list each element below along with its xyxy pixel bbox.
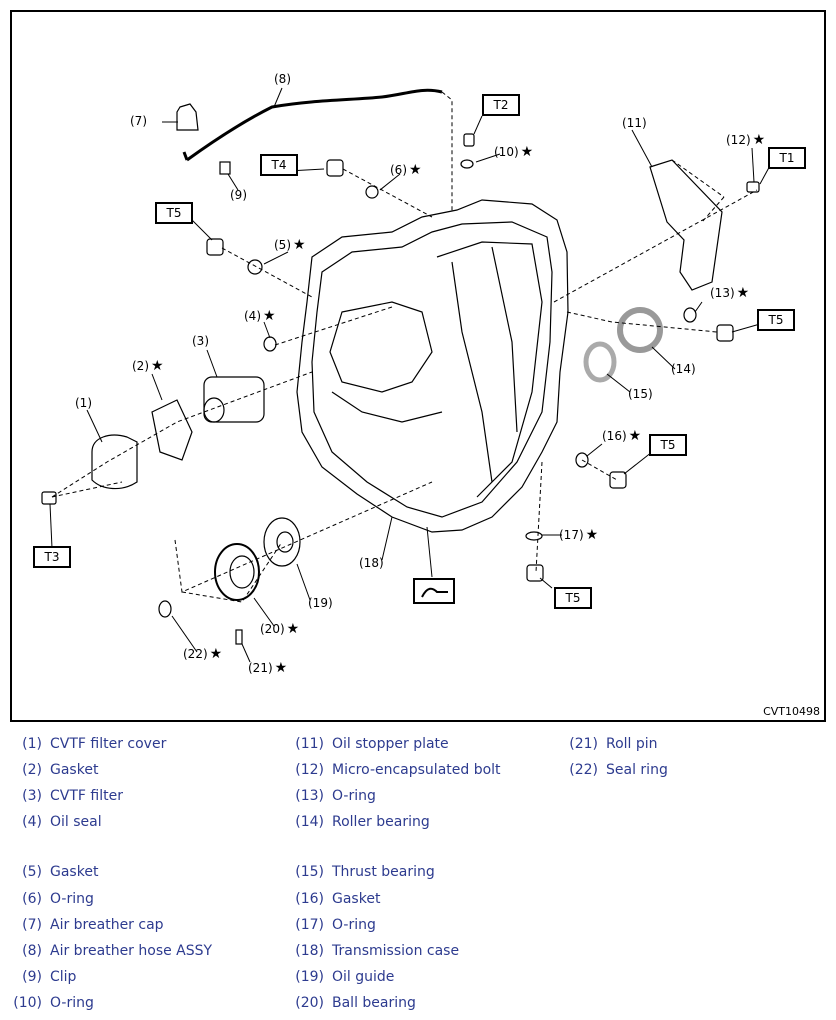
part-label-1: (1): [75, 396, 92, 410]
part-label-7: (7): [130, 114, 147, 128]
torque-box-t5: T5: [554, 587, 592, 609]
legend-item: (6)O-ring: [22, 891, 94, 907]
transmission-case: [296, 199, 569, 533]
part-label-13: (13)★: [710, 285, 750, 301]
part-label-2: (2)★: [132, 358, 164, 374]
legend-item: (20)Ball bearing: [295, 995, 416, 1011]
part-label-12: (12)★: [726, 132, 766, 148]
part-label-4: (4)★: [244, 308, 276, 324]
legend-item: (1)CVTF filter cover: [22, 736, 167, 752]
legend-item: (21)Roll pin: [569, 736, 658, 752]
legend-item: (4)Oil seal: [22, 814, 102, 830]
star-icon: ★: [209, 646, 223, 662]
legend-item: (14)Roller bearing: [295, 814, 430, 830]
part-label-6: (6)★: [390, 162, 422, 178]
star-icon: ★: [585, 527, 599, 543]
roller-bearing: [617, 307, 663, 353]
part-label-18: (18): [359, 556, 384, 570]
torque-box-t5: T5: [155, 202, 193, 224]
torque-box-t2: T2: [482, 94, 520, 116]
legend-item: (3)CVTF filter: [22, 788, 123, 804]
diagram-drawing: [41, 87, 773, 663]
torque-box-t4: T4: [260, 154, 298, 176]
part-label-17: (17)★: [559, 527, 599, 543]
legend-item: (15)Thrust bearing: [295, 864, 435, 880]
star-icon: ★: [520, 144, 534, 160]
breather-hose: [186, 88, 443, 162]
part-label-14: (14): [671, 362, 696, 376]
part-label-3: (3): [192, 334, 209, 348]
part-label-11: (11): [622, 116, 647, 130]
legend-item: (19)Oil guide: [295, 969, 395, 985]
star-icon: ★: [628, 428, 642, 444]
torque-box-t5: T5: [757, 309, 795, 331]
oil-guide: [263, 517, 301, 567]
part-label-21: (21)★: [248, 660, 288, 676]
exploded-diagram: T2 T4 T5 T1 T5 T5 T5 T3 (8) (7) (9) (10)…: [10, 10, 826, 722]
seal-ring: [158, 600, 172, 618]
star-icon: ★: [736, 285, 750, 301]
legend-item: (22)Seal ring: [569, 762, 668, 778]
part-label-16: (16)★: [602, 428, 642, 444]
gasket: [151, 399, 193, 461]
legend-item: (18)Transmission case: [295, 943, 460, 959]
part-label-5: (5)★: [274, 237, 306, 253]
part-label-10: (10)★: [494, 144, 534, 160]
legend-item: (11)Oil stopper plate: [295, 736, 449, 752]
legend-item: (9)Clip: [22, 969, 77, 985]
star-icon: ★: [151, 358, 164, 374]
legend-item: (8)Air breather hose ASSY: [22, 943, 213, 959]
legend-item: (5)Gasket: [22, 864, 99, 880]
star-icon: ★: [263, 308, 276, 324]
cvtf-filter-cover: [91, 434, 138, 490]
part-label-8: (8): [274, 72, 291, 86]
part-label-15: (15): [628, 387, 653, 401]
part-label-22: (22)★: [183, 646, 223, 662]
torque-box-t1: T1: [768, 147, 806, 169]
star-icon: ★: [274, 660, 288, 676]
oil-stopper-plate: [649, 159, 723, 291]
legend-item: (16)Gasket: [295, 891, 381, 907]
torque-box-t3: T3: [33, 546, 71, 568]
cvtf-filter: [203, 376, 265, 423]
roll-pin: [235, 629, 243, 645]
parts-legend: (1)CVTF filter cover (2)Gasket (3)CVTF f…: [0, 730, 836, 1020]
legend-item: (12)Micro-encapsulated bolt: [295, 762, 501, 778]
star-icon: ★: [286, 621, 300, 637]
figure-code: CVT10498: [763, 705, 820, 718]
legend-item: (2)Gasket: [22, 762, 99, 778]
star-icon: ★: [293, 237, 306, 253]
air-breather-cap: [176, 103, 199, 131]
legend-item: (13)O-ring: [295, 788, 376, 804]
ball-bearing: [214, 543, 260, 601]
star-icon: ★: [752, 132, 766, 148]
legend-item: (7)Air breather cap: [22, 917, 164, 933]
legend-item: (10)O-ring: [13, 995, 94, 1011]
torque-box-t5: T5: [649, 434, 687, 456]
thrust-bearing: [583, 341, 617, 383]
part-label-19: (19): [308, 596, 333, 610]
part-label-9: (9): [230, 188, 247, 202]
legend-item: (17)O-ring: [295, 917, 376, 933]
part-label-20: (20)★: [260, 621, 300, 637]
star-icon: ★: [409, 162, 422, 178]
clip: [219, 161, 231, 175]
